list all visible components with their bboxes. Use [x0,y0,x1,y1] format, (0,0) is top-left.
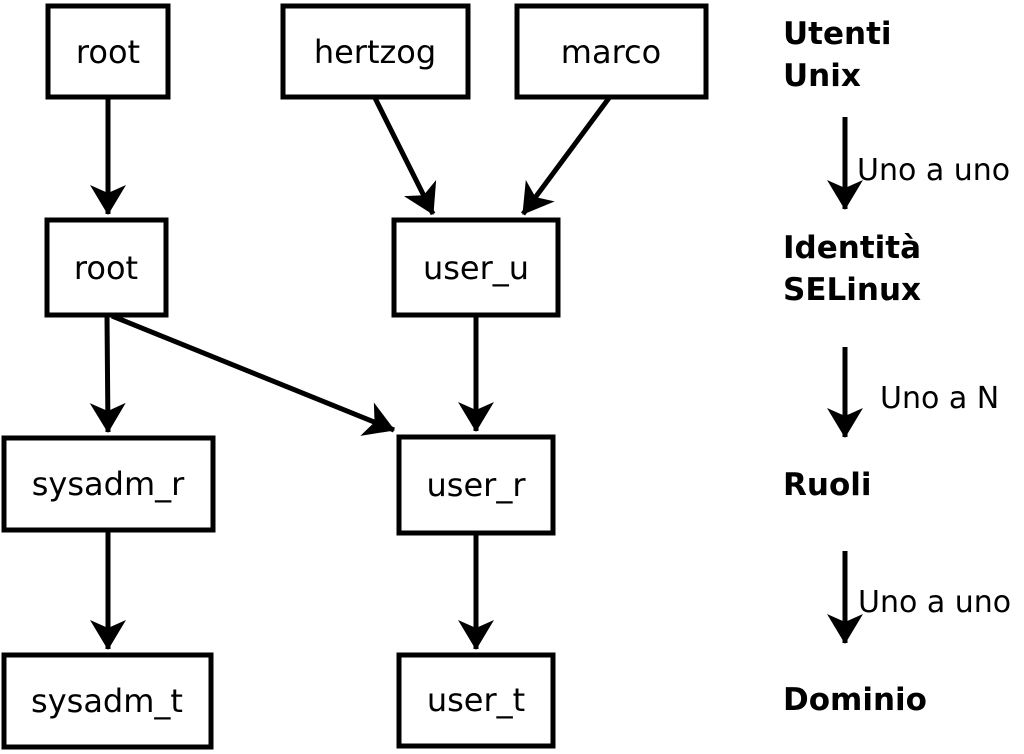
node-unix-marco: marco [514,3,709,100]
arrow-hertzog-to-user_u [372,96,437,216]
diagram-edges [89,96,612,650]
node-domain-sysadm_t-label: sysadm_t [31,682,183,720]
legend-column: Utenti Unix Uno a uno Identità SELinux U… [783,16,1011,718]
legend-rel1-label: Uno a uno [857,153,1010,188]
node-domain-user_t-rect [396,652,556,749]
diagram-boxes: root hertzog marco root user_u sysadm_r [1,3,709,750]
node-unix-marco-rect [514,3,709,100]
arrow-selinuxroot-to-user_r [111,313,395,436]
node-unix-root-label: root [76,33,140,71]
node-domain-user_t-label: user_t [427,681,525,719]
node-selinux-user_u-label: user_u [423,249,529,287]
arrow-marco-to-user_u [520,96,612,216]
node-selinux-root: root [44,217,169,318]
legend-ruoli-label: Ruoli [783,467,872,503]
node-domain-user_t: user_t [396,652,556,749]
legend-dominio-label: Dominio [783,682,927,718]
node-domain-sysadm_t-rect [1,652,214,750]
node-role-sysadm_r: sysadm_r [1,435,216,533]
node-role-sysadm_r-label: sysadm_r [32,465,185,503]
legend-utenti-line2: Unix [783,58,861,94]
legend-rel3-label: Uno a uno [858,585,1011,620]
node-role-sysadm_r-rect [1,435,216,533]
node-selinux-user_u-rect [391,217,561,318]
node-unix-hertzog-rect [280,3,471,100]
node-unix-root-rect [45,3,171,100]
legend-identita-line1: Identità [783,230,921,266]
node-selinux-root-rect [44,217,169,318]
node-unix-root: root [45,3,171,100]
arrow-selinuxroot-to-sysadm_r [89,315,126,433]
node-selinux-user_u: user_u [391,217,561,318]
node-role-user_r-label: user_r [427,466,527,504]
node-unix-marco-label: marco [561,33,661,71]
node-unix-hertzog: hertzog [280,3,471,100]
node-unix-hertzog-label: hertzog [314,33,436,71]
node-role-user_r: user_r [396,434,556,536]
legend-identita-line2: SELinux [783,272,921,308]
legend-utenti-line1: Utenti [783,16,892,52]
node-role-user_r-rect [396,434,556,536]
legend-rel2-label: Uno a N [880,381,999,416]
node-selinux-root-label: root [74,249,138,287]
node-domain-sysadm_t: sysadm_t [1,652,214,750]
